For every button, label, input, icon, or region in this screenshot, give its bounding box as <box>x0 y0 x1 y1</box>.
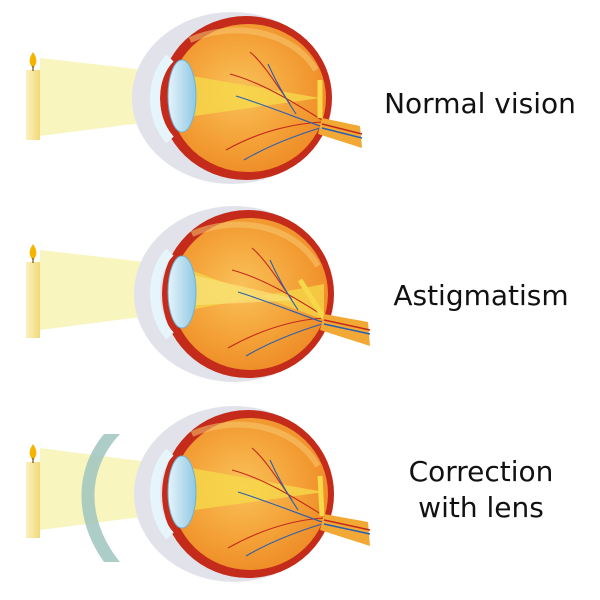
eye-highlight <box>190 221 321 268</box>
focused-beam <box>180 74 320 118</box>
blood-vessels <box>227 447 325 557</box>
eyeball <box>134 206 334 382</box>
nerve-artery <box>323 319 371 331</box>
crystalline-lens <box>167 255 197 329</box>
candle-flame <box>29 244 37 260</box>
eyeball <box>134 406 334 582</box>
label-astigmatism: Astigmatism <box>392 278 570 314</box>
panel-astigmatism <box>26 206 371 382</box>
candle-flame <box>29 52 37 68</box>
panel-correction <box>26 406 371 582</box>
nerve-vein <box>323 323 371 335</box>
candle-flame <box>29 444 37 460</box>
blood-vessels <box>225 51 323 161</box>
eyeball <box>132 12 332 184</box>
crystalline-lens <box>167 59 197 133</box>
cornea-outline <box>150 248 174 340</box>
nerve-vein <box>323 523 371 535</box>
candle <box>26 52 40 140</box>
candle-body <box>26 262 40 338</box>
eye-highlight <box>190 421 321 468</box>
label-line: Astigmatism <box>393 279 569 312</box>
cornea-outline <box>150 54 174 144</box>
focused-beam <box>180 466 324 512</box>
nerve-vein <box>321 127 363 139</box>
blood-vessels <box>227 247 325 357</box>
nerve-artery <box>321 123 363 135</box>
retina-focus <box>317 475 325 517</box>
label-correction-with-lens: Correction with lens <box>398 454 564 526</box>
candle-body <box>26 70 40 140</box>
candle <box>26 444 40 538</box>
label-line-1: Correction <box>408 455 554 488</box>
label-line-2: with lens <box>418 491 544 524</box>
label-line: Normal vision <box>384 87 576 120</box>
corrective-lens <box>81 434 120 562</box>
focal-spread <box>180 272 300 306</box>
crystalline-lens <box>167 455 197 529</box>
candle-body <box>26 462 40 538</box>
eye-highlight <box>188 27 319 72</box>
optic-nerve <box>320 514 370 546</box>
optic-nerve <box>320 314 370 346</box>
candle <box>26 244 40 338</box>
label-normal-vision: Normal vision <box>378 86 582 122</box>
cornea-outline <box>150 448 174 540</box>
panel-normal-vision <box>26 12 363 184</box>
retina-blur <box>297 278 327 320</box>
nerve-artery <box>323 519 371 531</box>
